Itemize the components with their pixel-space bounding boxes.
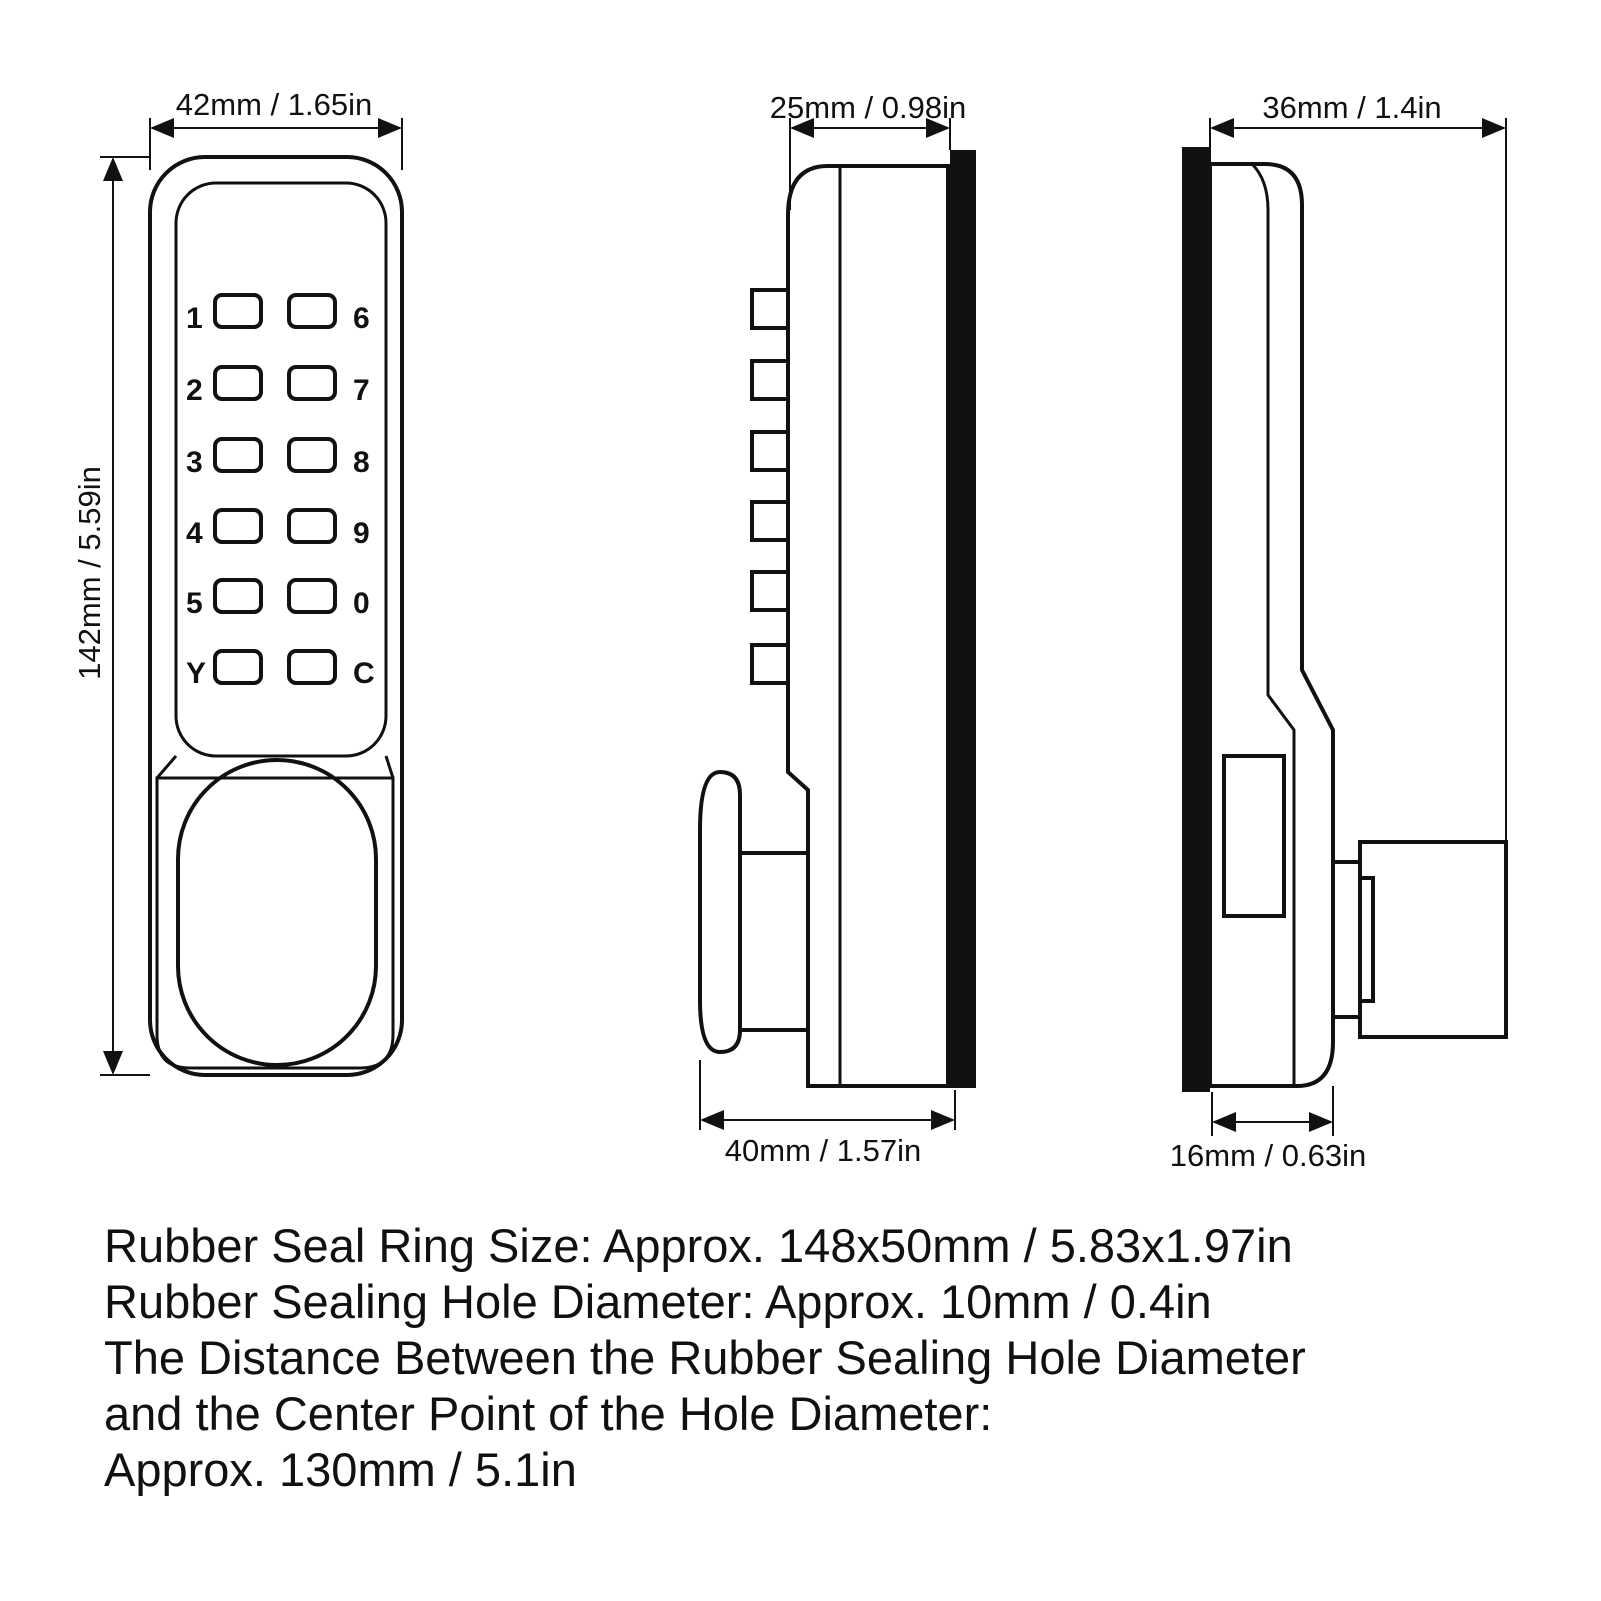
key-row: 5 0	[186, 578, 370, 620]
keypad-button	[213, 437, 263, 473]
key-label: 5	[186, 587, 203, 620]
key-label: 1	[186, 302, 203, 335]
rear-view: 36mm / 1.4in 16mm / 0.63in	[1170, 90, 1508, 1173]
keypad-button	[287, 578, 337, 614]
side-button	[750, 359, 790, 401]
side-view: 25mm / 0.98in 40mm / 1.57in	[698, 90, 976, 1168]
spec-text-block: Rubber Seal Ring Size: Approx. 148x50mm …	[104, 1219, 1306, 1496]
key-label: Y	[186, 657, 206, 690]
side-button	[750, 570, 790, 612]
keypad-button	[287, 293, 337, 329]
key-row: 3 8	[186, 437, 370, 479]
keypad-button	[287, 649, 337, 685]
front-height-label: 142mm / 5.59in	[72, 466, 107, 680]
rear-lock-body	[1208, 162, 1335, 1088]
front-width-label: 42mm / 1.65in	[176, 87, 372, 122]
spec-line: Rubber Sealing Hole Diameter: Approx. 10…	[104, 1275, 1212, 1328]
rear-cam-bolt	[1333, 840, 1508, 1039]
keypad-button	[213, 649, 263, 685]
key-label: 3	[186, 446, 203, 479]
keypad-button	[213, 578, 263, 614]
side-button	[750, 430, 790, 472]
spec-line: Approx. 130mm / 5.1in	[104, 1443, 577, 1496]
key-label: 4	[186, 517, 203, 550]
front-lock-body	[148, 155, 404, 1077]
side-button	[750, 643, 790, 685]
side-button	[750, 288, 790, 330]
spec-line: and the Center Point of the Hole Diamete…	[104, 1387, 992, 1440]
keypad: 1 6 2 7 3 8 4 9	[186, 293, 375, 690]
front-height-dimension: 142mm / 5.59in	[72, 156, 150, 1076]
rubber-seal	[950, 150, 976, 1088]
key-label: 7	[353, 374, 370, 407]
rear-bottom-label: 16mm / 0.63in	[1170, 1138, 1366, 1173]
rear-top-dimension: 36mm / 1.4in	[1209, 90, 1507, 842]
keypad-button	[213, 508, 263, 544]
keypad-button	[287, 437, 337, 473]
side-keypad-buttons	[750, 288, 790, 685]
rear-latch-window	[1222, 754, 1286, 918]
side-bottom-dimension: 40mm / 1.57in	[699, 1060, 956, 1168]
keypad-button	[213, 365, 263, 401]
side-top-label: 25mm / 0.98in	[770, 90, 966, 125]
side-top-dimension: 25mm / 0.98in	[770, 90, 966, 210]
rear-bottom-dimension: 16mm / 0.63in	[1170, 1086, 1366, 1173]
rear-top-label: 36mm / 1.4in	[1262, 90, 1441, 125]
front-width-dimension: 42mm / 1.65in	[149, 87, 403, 170]
spec-line: Rubber Seal Ring Size: Approx. 148x50mm …	[104, 1219, 1293, 1272]
key-row: 2 7	[186, 365, 370, 407]
spec-line: The Distance Between the Rubber Sealing …	[104, 1331, 1306, 1384]
key-label: 0	[353, 587, 370, 620]
keypad-button	[213, 293, 263, 329]
key-label: 9	[353, 517, 370, 550]
side-button	[750, 500, 790, 542]
key-row: 4 9	[186, 508, 370, 550]
side-knob	[698, 769, 810, 1055]
key-label: 8	[353, 446, 370, 479]
key-label: C	[353, 657, 375, 690]
side-bottom-label: 40mm / 1.57in	[725, 1133, 921, 1168]
side-lock-body	[786, 150, 976, 1088]
key-row: Y C	[186, 649, 375, 690]
key-label: 2	[186, 374, 203, 407]
key-row: 1 6	[186, 293, 370, 335]
front-view: 1 6 2 7 3 8 4 9	[72, 87, 404, 1077]
keypad-button	[287, 365, 337, 401]
key-label: 6	[353, 302, 370, 335]
keypad-button	[287, 508, 337, 544]
rear-rubber-seal	[1182, 147, 1210, 1092]
